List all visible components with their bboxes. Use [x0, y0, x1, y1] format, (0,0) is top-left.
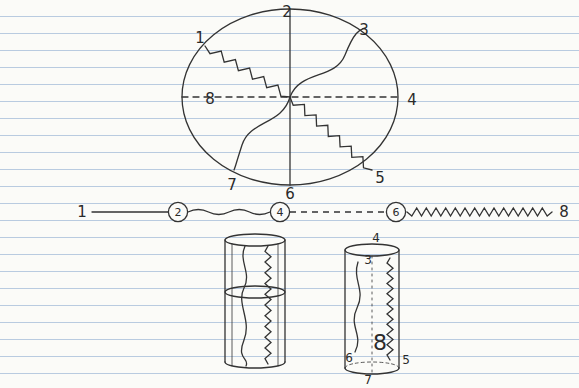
callout-number: 8	[205, 92, 215, 107]
straight-line	[92, 211, 168, 212]
connector-line	[188, 210, 270, 215]
callout-number: 2	[282, 5, 292, 20]
connector-line	[290, 211, 386, 212]
callout-number: 4	[407, 93, 417, 108]
zigzag-line	[205, 46, 290, 97]
callout-number: 7	[364, 374, 372, 386]
node-number: 2	[175, 207, 182, 218]
circled-number: 6	[386, 202, 406, 222]
circled-number: 2	[168, 202, 188, 222]
callout-number: 7	[227, 178, 237, 193]
callout-number: 3	[359, 23, 369, 38]
callout-number: 6	[285, 187, 295, 202]
node-number: 6	[393, 207, 400, 218]
cylinder-sketch	[225, 234, 285, 368]
cylinder-sketch	[345, 244, 399, 374]
callout-number: 4	[372, 232, 380, 244]
callout-number: 8	[373, 332, 387, 354]
zigzag-line	[290, 97, 372, 170]
callout-number: 1	[195, 31, 205, 46]
callout-number: 6	[345, 352, 353, 364]
callout-number: 1	[77, 205, 87, 220]
circled-number: 4	[270, 202, 290, 222]
callout-number: 5	[375, 171, 385, 186]
callout-number: 3	[364, 254, 372, 266]
node-number: 4	[277, 207, 284, 218]
wavy-line	[290, 28, 365, 97]
callout-number: 5	[402, 354, 410, 366]
disc-outline	[182, 9, 398, 185]
wavy-line	[234, 97, 290, 170]
zigzag-line	[407, 208, 552, 216]
callout-number: 8	[559, 205, 569, 220]
